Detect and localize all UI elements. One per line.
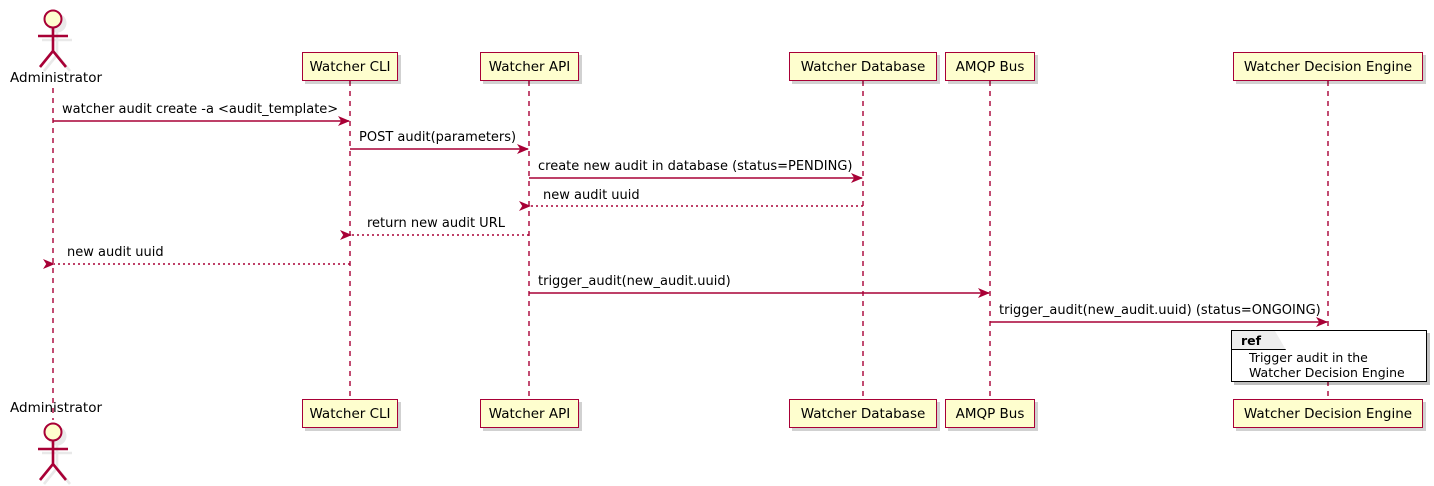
- participant-label: Watcher CLI: [309, 58, 391, 75]
- message-label-6: new audit uuid: [67, 245, 164, 260]
- participant-api-bottom[interactable]: Watcher API: [480, 399, 579, 428]
- participant-label: Watcher Decision Engine: [1243, 58, 1413, 75]
- participant-label: Watcher API: [488, 58, 571, 75]
- participant-label: Watcher Decision Engine: [1243, 405, 1413, 422]
- message-label-2: POST audit(parameters): [359, 130, 517, 145]
- message-arrows-group: [43, 116, 1328, 327]
- participant-engine-top[interactable]: Watcher Decision Engine: [1233, 52, 1423, 81]
- ref-fragment-box: ref Trigger audit in the Watcher Decisio…: [1231, 330, 1427, 382]
- message-label-8: trigger_audit(new_audit.uuid) (status=ON…: [999, 303, 1321, 318]
- participant-cli-bottom[interactable]: Watcher CLI: [302, 399, 398, 428]
- actor-figures-group: [38, 9, 72, 485]
- participant-api-top[interactable]: Watcher API: [480, 52, 579, 81]
- message-label-1: watcher audit create -a <audit_template>: [62, 102, 339, 117]
- actor-figure-admin-top: [38, 9, 72, 72]
- ref-fragment-label: ref: [1241, 333, 1262, 348]
- participant-amqp-bottom[interactable]: AMQP Bus: [945, 399, 1035, 428]
- participant-label: Watcher CLI: [309, 405, 391, 422]
- actor-label-admin-top: Administrator: [10, 70, 103, 86]
- participant-label: Watcher Database: [800, 58, 926, 75]
- participant-cli-top[interactable]: Watcher CLI: [302, 52, 398, 81]
- actor-figure-admin-bottom: [38, 422, 72, 485]
- message-label-3: create new audit in database (status=PEN…: [538, 159, 853, 174]
- participant-engine-bottom[interactable]: Watcher Decision Engine: [1233, 399, 1423, 428]
- participant-db-bottom[interactable]: Watcher Database: [789, 399, 937, 428]
- ref-fragment-text-line1: Trigger audit in the: [1249, 350, 1368, 365]
- participant-label: Watcher API: [488, 405, 571, 422]
- lifelines-group: [52, 81, 1329, 420]
- participant-label: Watcher Database: [800, 405, 926, 422]
- message-label-5: return new audit URL: [367, 216, 505, 231]
- actor-label-admin-bottom: Administrator: [10, 400, 103, 416]
- message-label-4: new audit uuid: [543, 188, 640, 203]
- message-label-7: trigger_audit(new_audit.uuid): [538, 274, 731, 289]
- ref-fragment-text-line2: Watcher Decision Engine: [1249, 365, 1405, 380]
- ref-tab-shape: [1232, 331, 1286, 350]
- participant-label: AMQP Bus: [955, 405, 1025, 422]
- participant-db-top[interactable]: Watcher Database: [789, 52, 937, 81]
- participant-amqp-top[interactable]: AMQP Bus: [945, 52, 1035, 81]
- participant-label: AMQP Bus: [955, 58, 1025, 75]
